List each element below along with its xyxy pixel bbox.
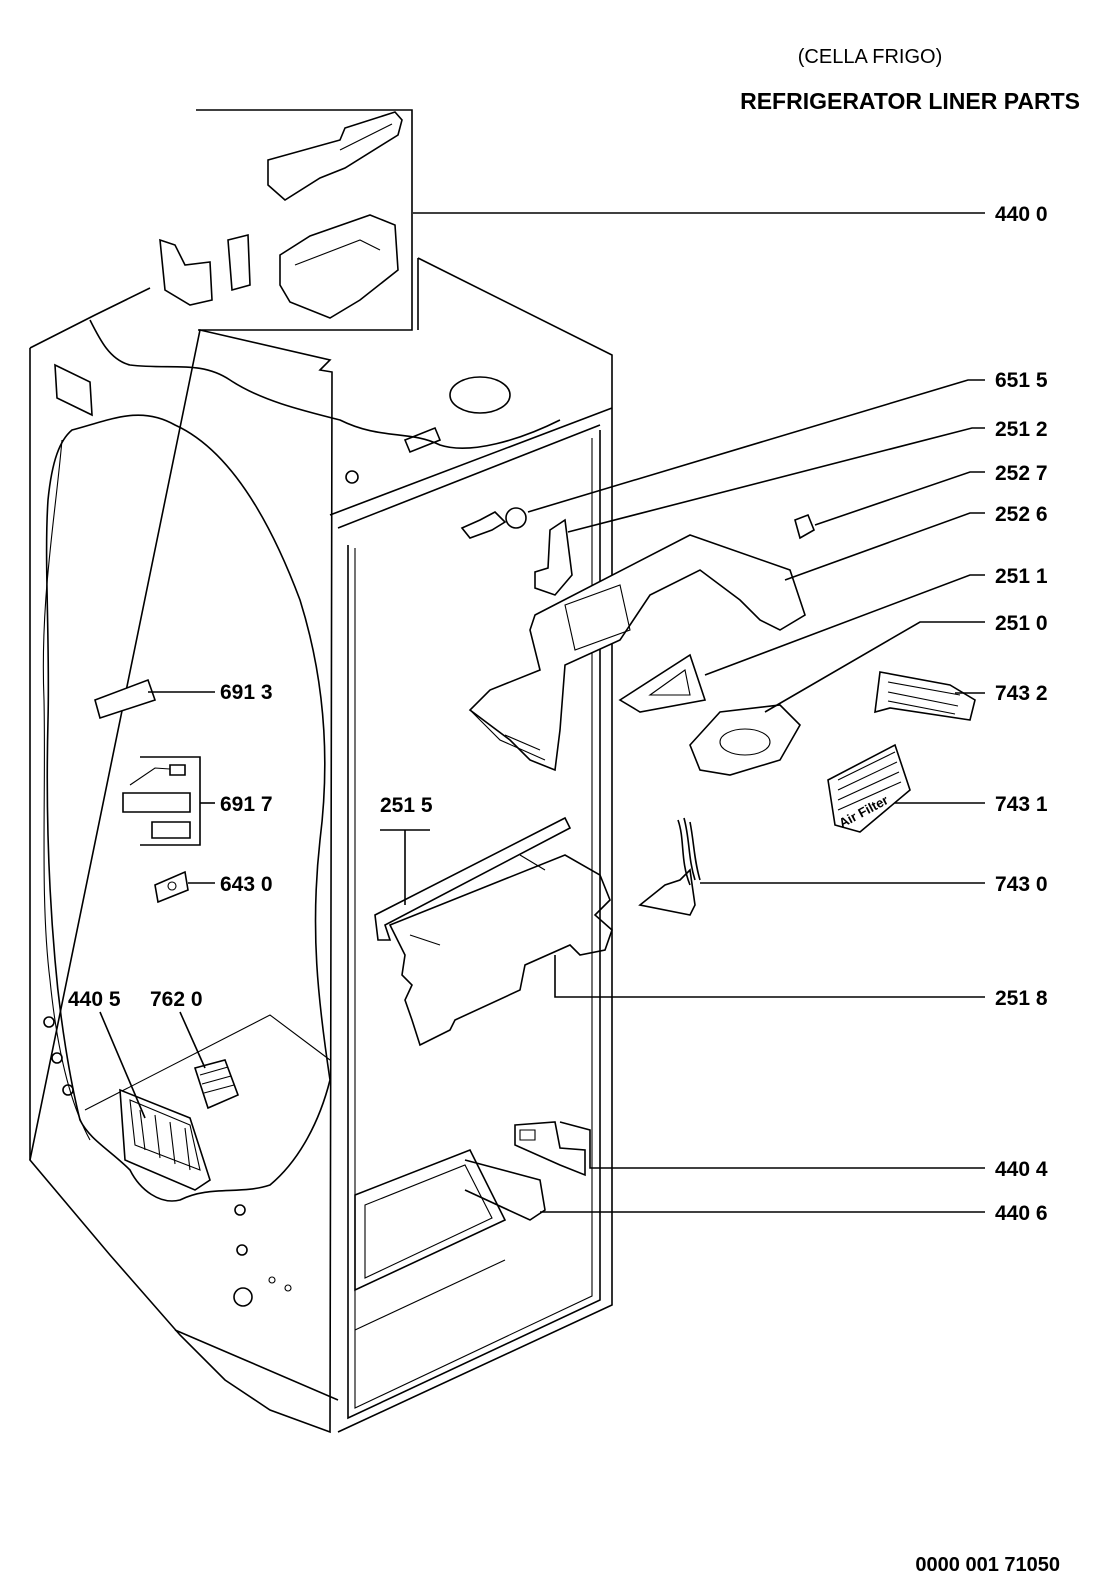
part-440-6-bracket <box>464 1159 985 1221</box>
callout-743-0: 743 0 <box>995 873 1048 896</box>
callout-251-2: 251 2 <box>995 418 1048 441</box>
callout-440-6: 440 6 <box>995 1202 1048 1225</box>
callout-651-5: 651 5 <box>995 369 1048 392</box>
part-651-5-sensor <box>460 379 985 539</box>
cabinet-liner <box>29 257 613 1434</box>
part-440-5-grille-assembly <box>99 1011 211 1191</box>
callout-691-3: 691 3 <box>220 681 273 704</box>
part-251-5-rail <box>374 816 572 941</box>
part-252-7-clip <box>794 471 985 540</box>
callout-251-0: 251 0 <box>995 612 1048 635</box>
callout-691-7: 691 7 <box>220 793 273 816</box>
callout-252-7: 252 7 <box>995 462 1048 485</box>
callout-743-1: 743 1 <box>995 793 1048 816</box>
part-691-3-module <box>94 678 215 720</box>
diagram-subtitle: (CELLA FRIGO) <box>797 46 943 68</box>
part-251-2-bracket <box>534 427 985 596</box>
callout-440-0: 440 0 <box>995 203 1048 226</box>
callout-251-1: 251 1 <box>995 565 1048 588</box>
part-743-0-wiring-bracket <box>638 817 985 916</box>
callout-440-5: 440 5 <box>68 988 121 1011</box>
callout-251-8: 251 8 <box>995 987 1048 1010</box>
part-251-1-bracket <box>618 574 985 713</box>
document-number: 0000 001 71050 <box>915 1554 1060 1576</box>
part-251-0-oval-plate <box>689 621 985 776</box>
part-643-0-clip <box>154 870 215 904</box>
callout-labels: 440 0 651 5 251 2 252 7 252 6 251 1 251 … <box>68 203 1048 1225</box>
part-762-0-filter <box>179 1011 240 1110</box>
part-743-2-grille <box>874 671 985 721</box>
part-251-8-duct <box>388 854 985 1047</box>
callout-762-0: 762 0 <box>150 988 203 1011</box>
part-743-1-air-filter-cover: Air Filter <box>827 743 985 833</box>
callout-251-5: 251 5 <box>380 794 433 817</box>
part-252-6-shelf-frame <box>468 512 985 772</box>
diagram-title: REFRIGERATOR LINER PARTS <box>740 88 1080 114</box>
part-440-4-bracket <box>514 1121 985 1177</box>
part-top-duct-assembly <box>159 109 985 331</box>
callout-252-6: 252 6 <box>995 503 1048 526</box>
part-691-7-kit <box>122 756 215 846</box>
callout-440-4: 440 4 <box>995 1158 1048 1181</box>
callout-643-0: 643 0 <box>220 873 273 896</box>
callout-743-2: 743 2 <box>995 682 1048 705</box>
